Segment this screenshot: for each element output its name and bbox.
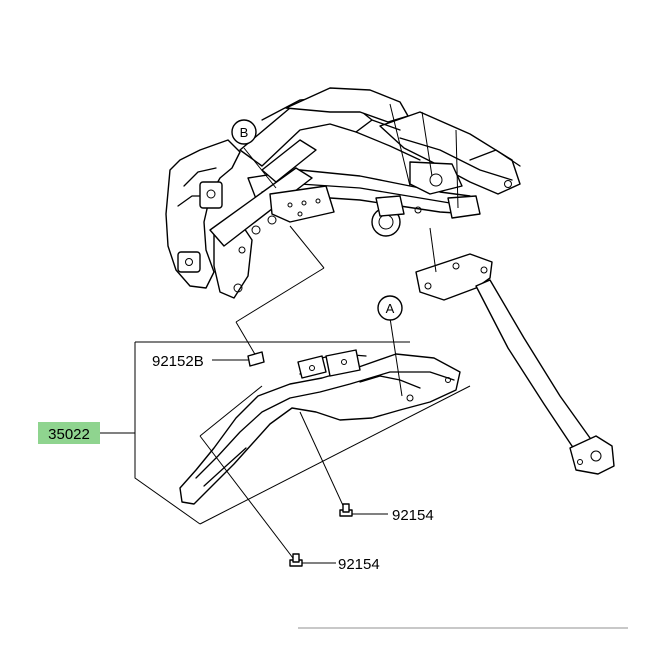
frame-drawing [165,87,521,299]
callout-b-letter: B [240,125,249,140]
callout-a: A [377,295,403,321]
callout-b-leaders [235,147,325,357]
rear-fender-drawing [100,317,471,567]
part-label-clip[interactable]: 92152B [152,353,204,370]
callout-b: B [231,119,257,145]
part-label-bolt-upper[interactable]: 92154 [392,507,434,524]
bolt-lower-shape [289,553,336,567]
part-label-main[interactable]: 35022 [48,426,90,443]
part-label-bolt-lower[interactable]: 92154 [338,556,380,573]
stay-bracket-drawing [415,227,615,475]
main-part-highlight [38,422,100,444]
bolt-upper-shape [339,503,388,517]
callout-a-letter: A [386,301,395,316]
